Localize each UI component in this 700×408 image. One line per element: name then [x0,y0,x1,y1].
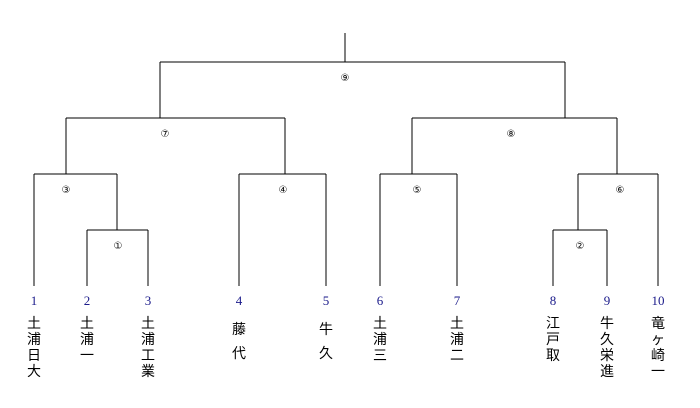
team-name-2: 土浦一 [80,316,94,364]
team-seed-1: 1 [30,293,38,308]
team-name-6: 土浦三 [373,316,387,364]
team-seed-4: 4 [235,293,243,308]
match-number-5: ⑤ [413,185,422,196]
team-seed-10: 10 [651,293,665,308]
team-seed-7: 7 [453,293,461,308]
team-name-3: 土浦工業 [141,316,155,380]
team-seed-5: 5 [322,293,330,308]
team-seed-2: 2 [83,293,91,308]
team-name-5: 牛久 [319,322,333,362]
team-seed-8: 8 [549,293,557,308]
match-number-2: ② [576,241,585,252]
team-name-10: 竜ヶ崎一 [651,316,665,380]
match-number-8: ⑧ [507,129,516,140]
team-seed-3: 3 [144,293,152,308]
team-name-4: 藤代 [232,322,246,362]
team-name-9: 牛久栄進 [600,316,614,380]
team-name-1: 土浦日大 [27,316,41,380]
team-name-8: 江戸取 [546,316,560,364]
match-number-4: ④ [279,185,288,196]
team-seed-9: 9 [603,293,611,308]
match-number-1: ① [114,241,123,252]
bracket-lines [33,33,659,286]
match-number-9: ⑨ [341,73,350,84]
match-number-6: ⑥ [616,185,625,196]
match-number-3: ③ [62,185,71,196]
team-seed-6: 6 [376,293,384,308]
match-number-7: ⑦ [161,129,170,140]
team-name-7: 土浦二 [450,316,464,364]
